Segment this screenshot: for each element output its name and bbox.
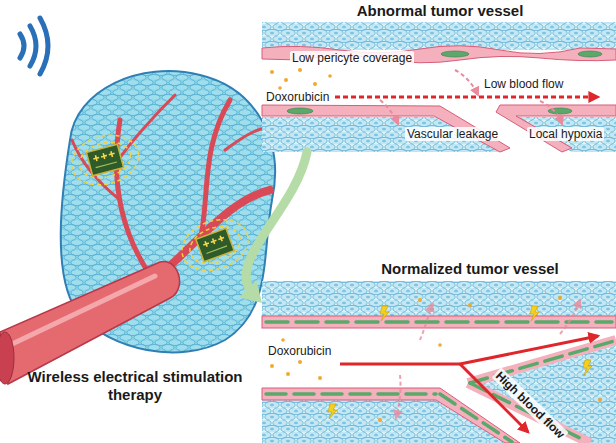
vessel-end (0, 332, 14, 384)
stimulator-chip (196, 228, 234, 261)
leakage-arrow (420, 304, 432, 340)
high-flow-arrow (340, 363, 460, 366)
doxorubicin-dots (284, 78, 288, 82)
pericyte (441, 51, 469, 57)
high-flow-arrow (460, 336, 598, 364)
drug-label: Doxorubicin (264, 90, 331, 104)
stimulation-bolt (530, 306, 539, 321)
stimulator-chip (66, 128, 144, 192)
pericyte (266, 392, 436, 396)
doxorubicin-dots (270, 70, 274, 74)
pericyte (287, 51, 602, 114)
stimulator-chip (75, 137, 134, 183)
panel-title: Normalized tumor vessel (381, 260, 559, 278)
tumor-illustration (0, 18, 275, 384)
tumor-vessels (72, 95, 275, 275)
wireless-waves (20, 18, 48, 74)
tissue (262, 22, 616, 50)
therapy-label: Wireless electrical stimulation therapy (28, 368, 243, 404)
vessel-highlight (10, 276, 155, 345)
doxorubicin-dots (281, 338, 285, 342)
tumor-figure: Wireless electrical stimulation therapy (8, 30, 262, 410)
annotation-label: Low pericyte coverage (290, 51, 414, 65)
doxorubicin-dots (313, 82, 317, 86)
doxorubicin-dots (598, 398, 602, 402)
tumor-vessels (118, 95, 175, 160)
pericyte (266, 320, 612, 324)
stimulator-chip (185, 220, 245, 270)
stimulation-bolt (328, 404, 337, 419)
doxorubicin-dots (318, 376, 322, 380)
pericyte (440, 394, 512, 442)
stimulator-chip (96, 162, 117, 168)
pericyte (287, 108, 313, 114)
stimulator-chip (202, 235, 225, 248)
doxorubicin-dots (298, 360, 302, 364)
stimulator-chip (86, 144, 123, 175)
doxorubicin-dots (270, 68, 332, 90)
leakage-arrow (380, 100, 398, 124)
vessel-wall (262, 105, 510, 152)
high-flow-arrow (340, 336, 598, 432)
doxorubicin-dots (286, 372, 290, 376)
stimulator-chip (93, 150, 116, 161)
stimulation-bolt (583, 360, 592, 375)
doxorubicin-dots (418, 298, 422, 302)
panel-title: Abnormal tumor vessel (357, 2, 524, 20)
transition-arrow (239, 152, 307, 303)
low-flow-arrow (335, 96, 598, 99)
pericyte (578, 51, 602, 57)
blood-vessel (0, 261, 180, 384)
arrow-head (239, 280, 262, 303)
stimulator-chip (66, 128, 144, 192)
pericyte (266, 322, 614, 442)
annotation-label: Vascular leakage (405, 127, 500, 141)
abnormal-vessel (262, 22, 616, 152)
wireless-waves (40, 18, 48, 74)
annotation-label: Low blood flow (482, 77, 565, 91)
tissue (262, 281, 616, 317)
leakage-arrow (540, 101, 562, 124)
leakage-arrow (396, 375, 401, 418)
doxorubicin-dots (558, 296, 562, 300)
tumor-vessels (116, 120, 150, 275)
doxorubicin-dots (298, 68, 302, 72)
doxorubicin-dots (270, 364, 274, 368)
vessel-wall (496, 105, 616, 152)
wireless-waves (20, 34, 24, 58)
vessel-panel: Abnormal tumor vesselLow pericyte covera… (262, 0, 616, 152)
doxorubicin-dots (438, 343, 442, 347)
leakage-arrow (560, 300, 580, 334)
normalized-vessel (262, 281, 616, 443)
annotation-label: Local hypoxia (527, 127, 604, 141)
vessel-wall (262, 388, 520, 443)
vessel-wall (262, 316, 616, 328)
wireless-waves (30, 26, 36, 66)
doxorubicin-dots (328, 74, 332, 78)
stimulation-bolt (380, 306, 389, 321)
arrow-shaft (246, 152, 307, 295)
doxorubicin-dots (468, 303, 472, 307)
leakage-arrow (455, 70, 478, 95)
doxorubicin-dots (378, 418, 382, 422)
stimulator-chip (206, 246, 227, 254)
doxorubicin-dots (270, 296, 602, 422)
vessel-panel: Normalized tumor vesselDoxorubicinHigh b… (262, 258, 616, 443)
tissue (262, 400, 505, 443)
annotation-label: High blood flow (491, 367, 569, 443)
drug-label: Doxorubicin (266, 344, 333, 358)
